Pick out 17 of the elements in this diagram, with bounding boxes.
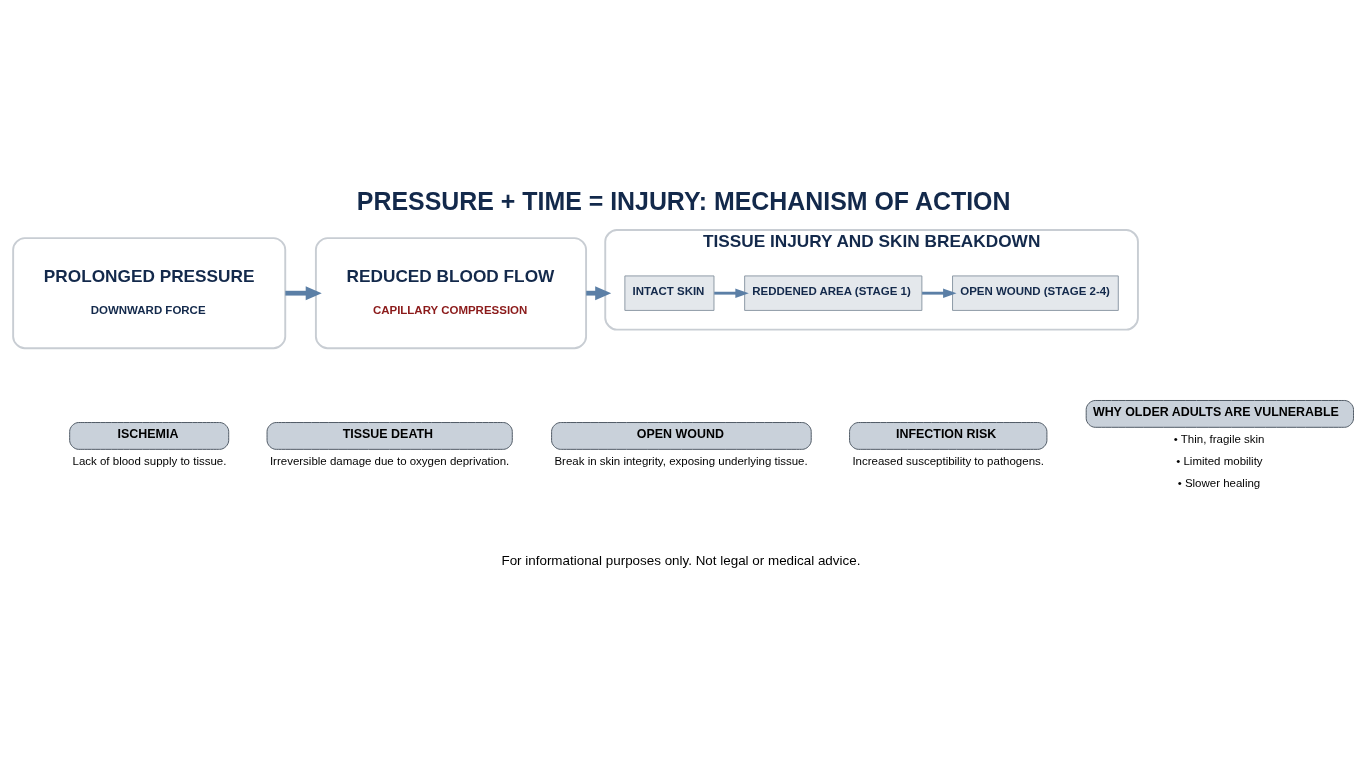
node-label: • Thin, fragile skin	[1173, 432, 1265, 445]
node-box: OPEN WOUND (STAGE 2-4)	[952, 274, 1119, 311]
node-box: INTACT SKIN	[624, 274, 715, 311]
node-label: Lack of blood supply to tissue.	[72, 454, 227, 467]
arrow	[714, 287, 749, 298]
label: For informational purposes only. Not legal or medical advice.	[501, 552, 861, 568]
node-box: REDDENED AREA (STAGE 1)	[744, 274, 923, 311]
node-label: Increased susceptibility to pathogens.	[852, 454, 1044, 467]
node-label: • Slower healing	[1177, 476, 1261, 489]
diagram-title: PRESSURE + TIME = INJURY: MECHANISM OF ACTION	[356, 186, 1011, 215]
node-label: Irreversible damage due to oxygen deprivation.	[269, 454, 510, 467]
arrow	[285, 285, 322, 300]
node-label: Break in skin integrity, exposing underlying tissue.	[554, 454, 808, 467]
arrow	[922, 287, 957, 298]
node-label: • Limited mobility	[1176, 454, 1263, 467]
node-box: REDUCED BLOOD FLOW CAPILLARY COMPRESSION	[314, 236, 588, 349]
node-box: PROLONGED PRESSURE DOWNWARD FORCE	[12, 236, 287, 349]
